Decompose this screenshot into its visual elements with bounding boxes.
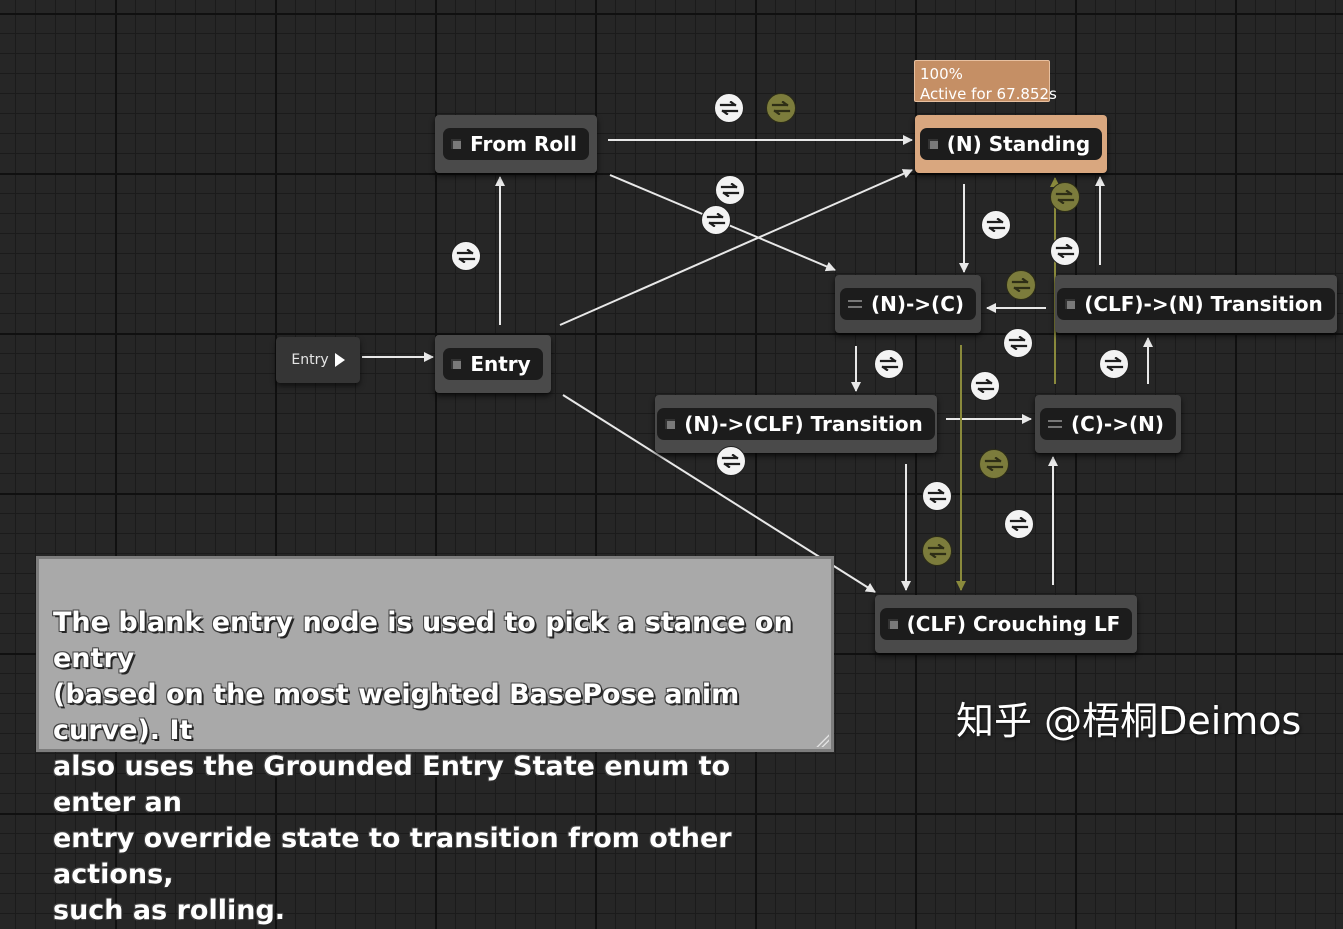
state-entry-label: Entry bbox=[470, 352, 531, 376]
transition-glyph bbox=[984, 457, 1004, 471]
state-n-standing-label: (N) Standing bbox=[946, 132, 1091, 156]
state-clf-crouching-lf-pill: (CLF) Crouching LF bbox=[879, 608, 1133, 640]
state-clf-crouching-lf[interactable]: (CLF) Crouching LF bbox=[875, 595, 1137, 653]
transition-glyph bbox=[927, 489, 947, 503]
state-clf-to-n-transition-pill: (CLF)->(N) Transition bbox=[1057, 288, 1335, 320]
transition-arrows-icon[interactable] bbox=[716, 446, 746, 476]
transition-arrows-icon[interactable] bbox=[451, 241, 481, 271]
active-state-tooltip: 100% Active for 67.852s bbox=[914, 60, 1057, 103]
conduit-n-to-c-pill: (N)->(C) bbox=[839, 288, 977, 320]
transition-glyph bbox=[719, 101, 739, 115]
state-from-roll[interactable]: From Roll bbox=[435, 115, 597, 173]
conduit-lines-icon bbox=[847, 298, 862, 310]
transition-arrows-icon[interactable] bbox=[715, 175, 745, 205]
transition-entry-to-standing bbox=[559, 169, 913, 326]
transition-arrows-icon[interactable] bbox=[922, 481, 952, 511]
transition-arrows-icon[interactable] bbox=[1099, 349, 1129, 379]
conduit-n-to-c[interactable]: (N)->(C) bbox=[835, 275, 981, 333]
entry-arrow-icon bbox=[334, 353, 345, 367]
state-n-to-clf-transition-pill: (N)->(CLF) Transition bbox=[657, 408, 935, 440]
transition-glyph bbox=[975, 379, 995, 393]
transition-glyph bbox=[879, 357, 899, 371]
state-clf-crouching-lf-label: (CLF) Crouching LF bbox=[906, 612, 1121, 636]
state-square-icon bbox=[665, 419, 676, 429]
transition-arrows-icon[interactable] bbox=[1050, 182, 1080, 212]
active-state-time: Active for 67.852s bbox=[920, 85, 1057, 103]
state-from-roll-pill: From Roll bbox=[443, 128, 589, 160]
transition-glyph bbox=[456, 249, 476, 263]
transition-arrows-icon[interactable] bbox=[701, 205, 731, 235]
comment-text: The blank entry node is used to pick a s… bbox=[53, 607, 793, 926]
conduit-c-to-n-pill: (C)->(N) bbox=[1039, 408, 1177, 440]
transition-glyph bbox=[1055, 244, 1075, 258]
transition-glyph bbox=[1009, 517, 1029, 531]
state-from-roll-label: From Roll bbox=[470, 132, 577, 156]
state-square-icon bbox=[887, 619, 898, 629]
transition-glyph bbox=[927, 544, 947, 558]
state-square-icon bbox=[451, 359, 462, 369]
state-clf-to-n-transition-label: (CLF)->(N) Transition bbox=[1084, 292, 1323, 316]
comment-box[interactable]: The blank entry node is used to pick a s… bbox=[36, 556, 834, 926]
entry-point-node[interactable]: Entry bbox=[276, 337, 360, 383]
state-clf-to-n-transition[interactable]: (CLF)->(N) Transition bbox=[1055, 275, 1337, 333]
transition-glyph bbox=[1008, 336, 1028, 350]
conduit-c-to-n[interactable]: (C)->(N) bbox=[1035, 395, 1181, 453]
transition-arrows-icon[interactable] bbox=[970, 371, 1000, 401]
active-state-weight: 100% bbox=[920, 65, 963, 83]
transition-glyph bbox=[720, 183, 740, 197]
transition-arrows-icon[interactable] bbox=[1004, 509, 1034, 539]
state-n-to-clf-transition-label: (N)->(CLF) Transition bbox=[684, 412, 923, 436]
transition-glyph bbox=[721, 454, 741, 468]
conduit-lines-icon bbox=[1047, 418, 1062, 430]
transition-glyph bbox=[771, 101, 791, 115]
state-entry-pill: Entry bbox=[443, 348, 543, 380]
transition-arrows-icon[interactable] bbox=[714, 93, 744, 123]
transition-glyph bbox=[1104, 357, 1124, 371]
transition-glyph bbox=[1055, 190, 1075, 204]
resize-grip-icon[interactable] bbox=[815, 733, 829, 747]
transition-glyph bbox=[986, 218, 1006, 232]
conduit-c-to-n-label: (C)->(N) bbox=[1070, 412, 1165, 436]
transition-arrows-icon[interactable] bbox=[766, 93, 796, 123]
state-square-icon bbox=[1065, 299, 1076, 309]
watermark: 知乎 @梧桐Deimos bbox=[956, 699, 1302, 743]
transition-arrows-icon[interactable] bbox=[874, 349, 904, 379]
transition-arrows-icon[interactable] bbox=[1050, 236, 1080, 266]
transition-arrows-icon[interactable] bbox=[979, 449, 1009, 479]
entry-point-label: Entry bbox=[291, 352, 329, 368]
state-n-standing[interactable]: (N) Standing bbox=[915, 115, 1107, 173]
transition-arrows-icon[interactable] bbox=[922, 536, 952, 566]
state-square-icon bbox=[927, 139, 938, 149]
state-square-icon bbox=[451, 139, 462, 149]
transition-arrows-icon[interactable] bbox=[1003, 328, 1033, 358]
transition-arrows-icon[interactable] bbox=[981, 210, 1011, 240]
conduit-n-to-c-label: (N)->(C) bbox=[870, 292, 965, 316]
transition-glyph bbox=[1011, 278, 1031, 292]
transition-glyph bbox=[706, 213, 726, 227]
state-entry[interactable]: Entry bbox=[435, 335, 551, 393]
transition-arrows-icon[interactable] bbox=[1006, 270, 1036, 300]
state-n-standing-pill: (N) Standing bbox=[919, 128, 1103, 160]
state-n-to-clf-transition[interactable]: (N)->(CLF) Transition bbox=[655, 395, 937, 453]
